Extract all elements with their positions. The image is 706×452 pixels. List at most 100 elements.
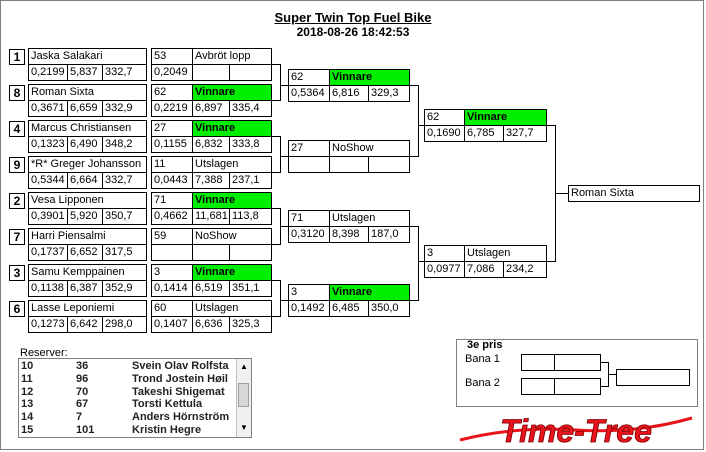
- run-speed[interactable]: 351,1: [229, 280, 272, 297]
- racer-name[interactable]: Roman Sixta: [28, 84, 147, 101]
- run-reaction-time[interactable]: 0,1155: [151, 136, 193, 153]
- result-status[interactable]: Utslagen: [192, 156, 272, 173]
- lane-number[interactable]: 62: [424, 109, 465, 126]
- run-speed[interactable]: 234,2: [503, 261, 547, 278]
- run-reaction-time[interactable]: 0,0443: [151, 172, 193, 189]
- racer-name[interactable]: Harri Piensalmi: [28, 228, 147, 245]
- result-status[interactable]: Vinnare: [192, 84, 272, 101]
- run-reaction-time[interactable]: 0,1492: [288, 300, 330, 317]
- lane1-field-a[interactable]: [521, 354, 555, 371]
- run-speed[interactable]: 237,1: [229, 172, 272, 189]
- run-elapsed-time[interactable]: [192, 244, 230, 261]
- result-status[interactable]: Vinnare: [192, 264, 272, 281]
- racer-name[interactable]: Jaska Salakari: [28, 48, 147, 65]
- run-elapsed-time[interactable]: [192, 64, 230, 81]
- lane-number[interactable]: 11: [151, 156, 193, 173]
- run-elapsed-time[interactable]: 6,897: [192, 100, 230, 117]
- run-reaction-time[interactable]: 0,1414: [151, 280, 193, 297]
- racer-name[interactable]: Marcus Christiansen: [28, 120, 147, 137]
- run-speed[interactable]: 187,0: [368, 226, 410, 243]
- lane-number[interactable]: 59: [151, 228, 193, 245]
- scroll-up-icon[interactable]: ▲: [240, 362, 248, 371]
- run-reaction-time[interactable]: 0,1690: [424, 125, 465, 142]
- run-speed[interactable]: 327,7: [503, 125, 547, 142]
- racer-name[interactable]: *R* Greger Johansson: [28, 156, 147, 173]
- run-speed[interactable]: 335,4: [229, 100, 272, 117]
- run-speed[interactable]: [229, 64, 272, 81]
- run-reaction-time[interactable]: 0,2219: [151, 100, 193, 117]
- result-status[interactable]: Vinnare: [192, 120, 272, 137]
- run-reaction-time[interactable]: 0,4662: [151, 208, 193, 225]
- reserves-scrollbar[interactable]: ▲ ▼: [236, 359, 251, 437]
- run-reaction-time[interactable]: 0,2049: [151, 64, 193, 81]
- run-elapsed-time[interactable]: 8,398: [329, 226, 369, 243]
- run-elapsed-time[interactable]: 11,681: [192, 208, 230, 225]
- run-reaction-time[interactable]: 0,0977: [424, 261, 465, 278]
- run-speed[interactable]: 325,3: [229, 316, 272, 333]
- lane-number[interactable]: 60: [151, 300, 193, 317]
- lane-number[interactable]: 71: [288, 210, 330, 227]
- run-reaction-time[interactable]: 0,5364: [288, 85, 330, 102]
- result-status[interactable]: Avbröt lopp: [192, 48, 272, 65]
- run-speed[interactable]: [368, 156, 410, 173]
- lane2-field-a[interactable]: [521, 378, 555, 395]
- seed-number: 7: [9, 229, 25, 245]
- lane-number[interactable]: 27: [288, 140, 330, 157]
- lane-number[interactable]: 3: [151, 264, 193, 281]
- result-status[interactable]: NoShow: [192, 228, 272, 245]
- result-status[interactable]: Vinnare: [329, 284, 410, 301]
- racer-name[interactable]: Vesa Lipponen: [28, 192, 147, 209]
- racer-reaction-time: 0,5344: [28, 172, 68, 189]
- run-elapsed-time[interactable]: 6,816: [329, 85, 369, 102]
- result-status[interactable]: Utslagen: [192, 300, 272, 317]
- racer-name[interactable]: Lasse Leponiemi: [28, 300, 147, 317]
- run-elapsed-time[interactable]: 6,485: [329, 300, 369, 317]
- result-status[interactable]: Utslagen: [464, 245, 547, 262]
- racer-reaction-time: 0,1138: [28, 280, 68, 297]
- run-elapsed-time[interactable]: [329, 156, 369, 173]
- third-prize-result[interactable]: [616, 369, 690, 386]
- lane-number[interactable]: 3: [288, 284, 330, 301]
- run-speed[interactable]: 113,8: [229, 208, 272, 225]
- result-status[interactable]: Vinnare: [192, 192, 272, 209]
- lane-number[interactable]: 62: [288, 69, 330, 86]
- lane2-field-b[interactable]: [554, 378, 601, 395]
- seed-number: 3: [9, 265, 25, 281]
- scroll-down-icon[interactable]: ▼: [240, 423, 248, 432]
- run-reaction-time[interactable]: [151, 244, 193, 261]
- run-elapsed-time[interactable]: 6,519: [192, 280, 230, 297]
- run-speed[interactable]: 329,3: [368, 85, 410, 102]
- result-status[interactable]: NoShow: [329, 140, 410, 157]
- run-speed[interactable]: 333,8: [229, 136, 272, 153]
- reserve-name: Kristin Hegre: [132, 424, 202, 436]
- run-reaction-time[interactable]: 0,1407: [151, 316, 193, 333]
- result-status[interactable]: Vinnare: [464, 109, 547, 126]
- lane-number[interactable]: 62: [151, 84, 193, 101]
- result-status[interactable]: Vinnare: [329, 69, 410, 86]
- run-reaction-time[interactable]: 0,3120: [288, 226, 330, 243]
- run-speed[interactable]: 350,0: [368, 300, 410, 317]
- lane-number[interactable]: 3: [424, 245, 465, 262]
- run-elapsed-time[interactable]: 7,086: [464, 261, 504, 278]
- run-speed[interactable]: [229, 244, 272, 261]
- lane-number[interactable]: 27: [151, 120, 193, 137]
- run-reaction-time[interactable]: [288, 156, 330, 173]
- run-elapsed-time[interactable]: 6,785: [464, 125, 504, 142]
- racer-name[interactable]: Samu Kemppainen: [28, 264, 147, 281]
- scroll-thumb[interactable]: [238, 383, 249, 407]
- lane-number[interactable]: 53: [151, 48, 193, 65]
- lane-number[interactable]: 71: [151, 192, 193, 209]
- run-elapsed-time[interactable]: 6,636: [192, 316, 230, 333]
- final-winner[interactable]: Roman Sixta: [568, 185, 700, 202]
- lane1-field-b[interactable]: [554, 354, 601, 371]
- result-status[interactable]: Utslagen: [329, 210, 410, 227]
- run-elapsed-time[interactable]: 6,832: [192, 136, 230, 153]
- run-elapsed-time[interactable]: 7,388: [192, 172, 230, 189]
